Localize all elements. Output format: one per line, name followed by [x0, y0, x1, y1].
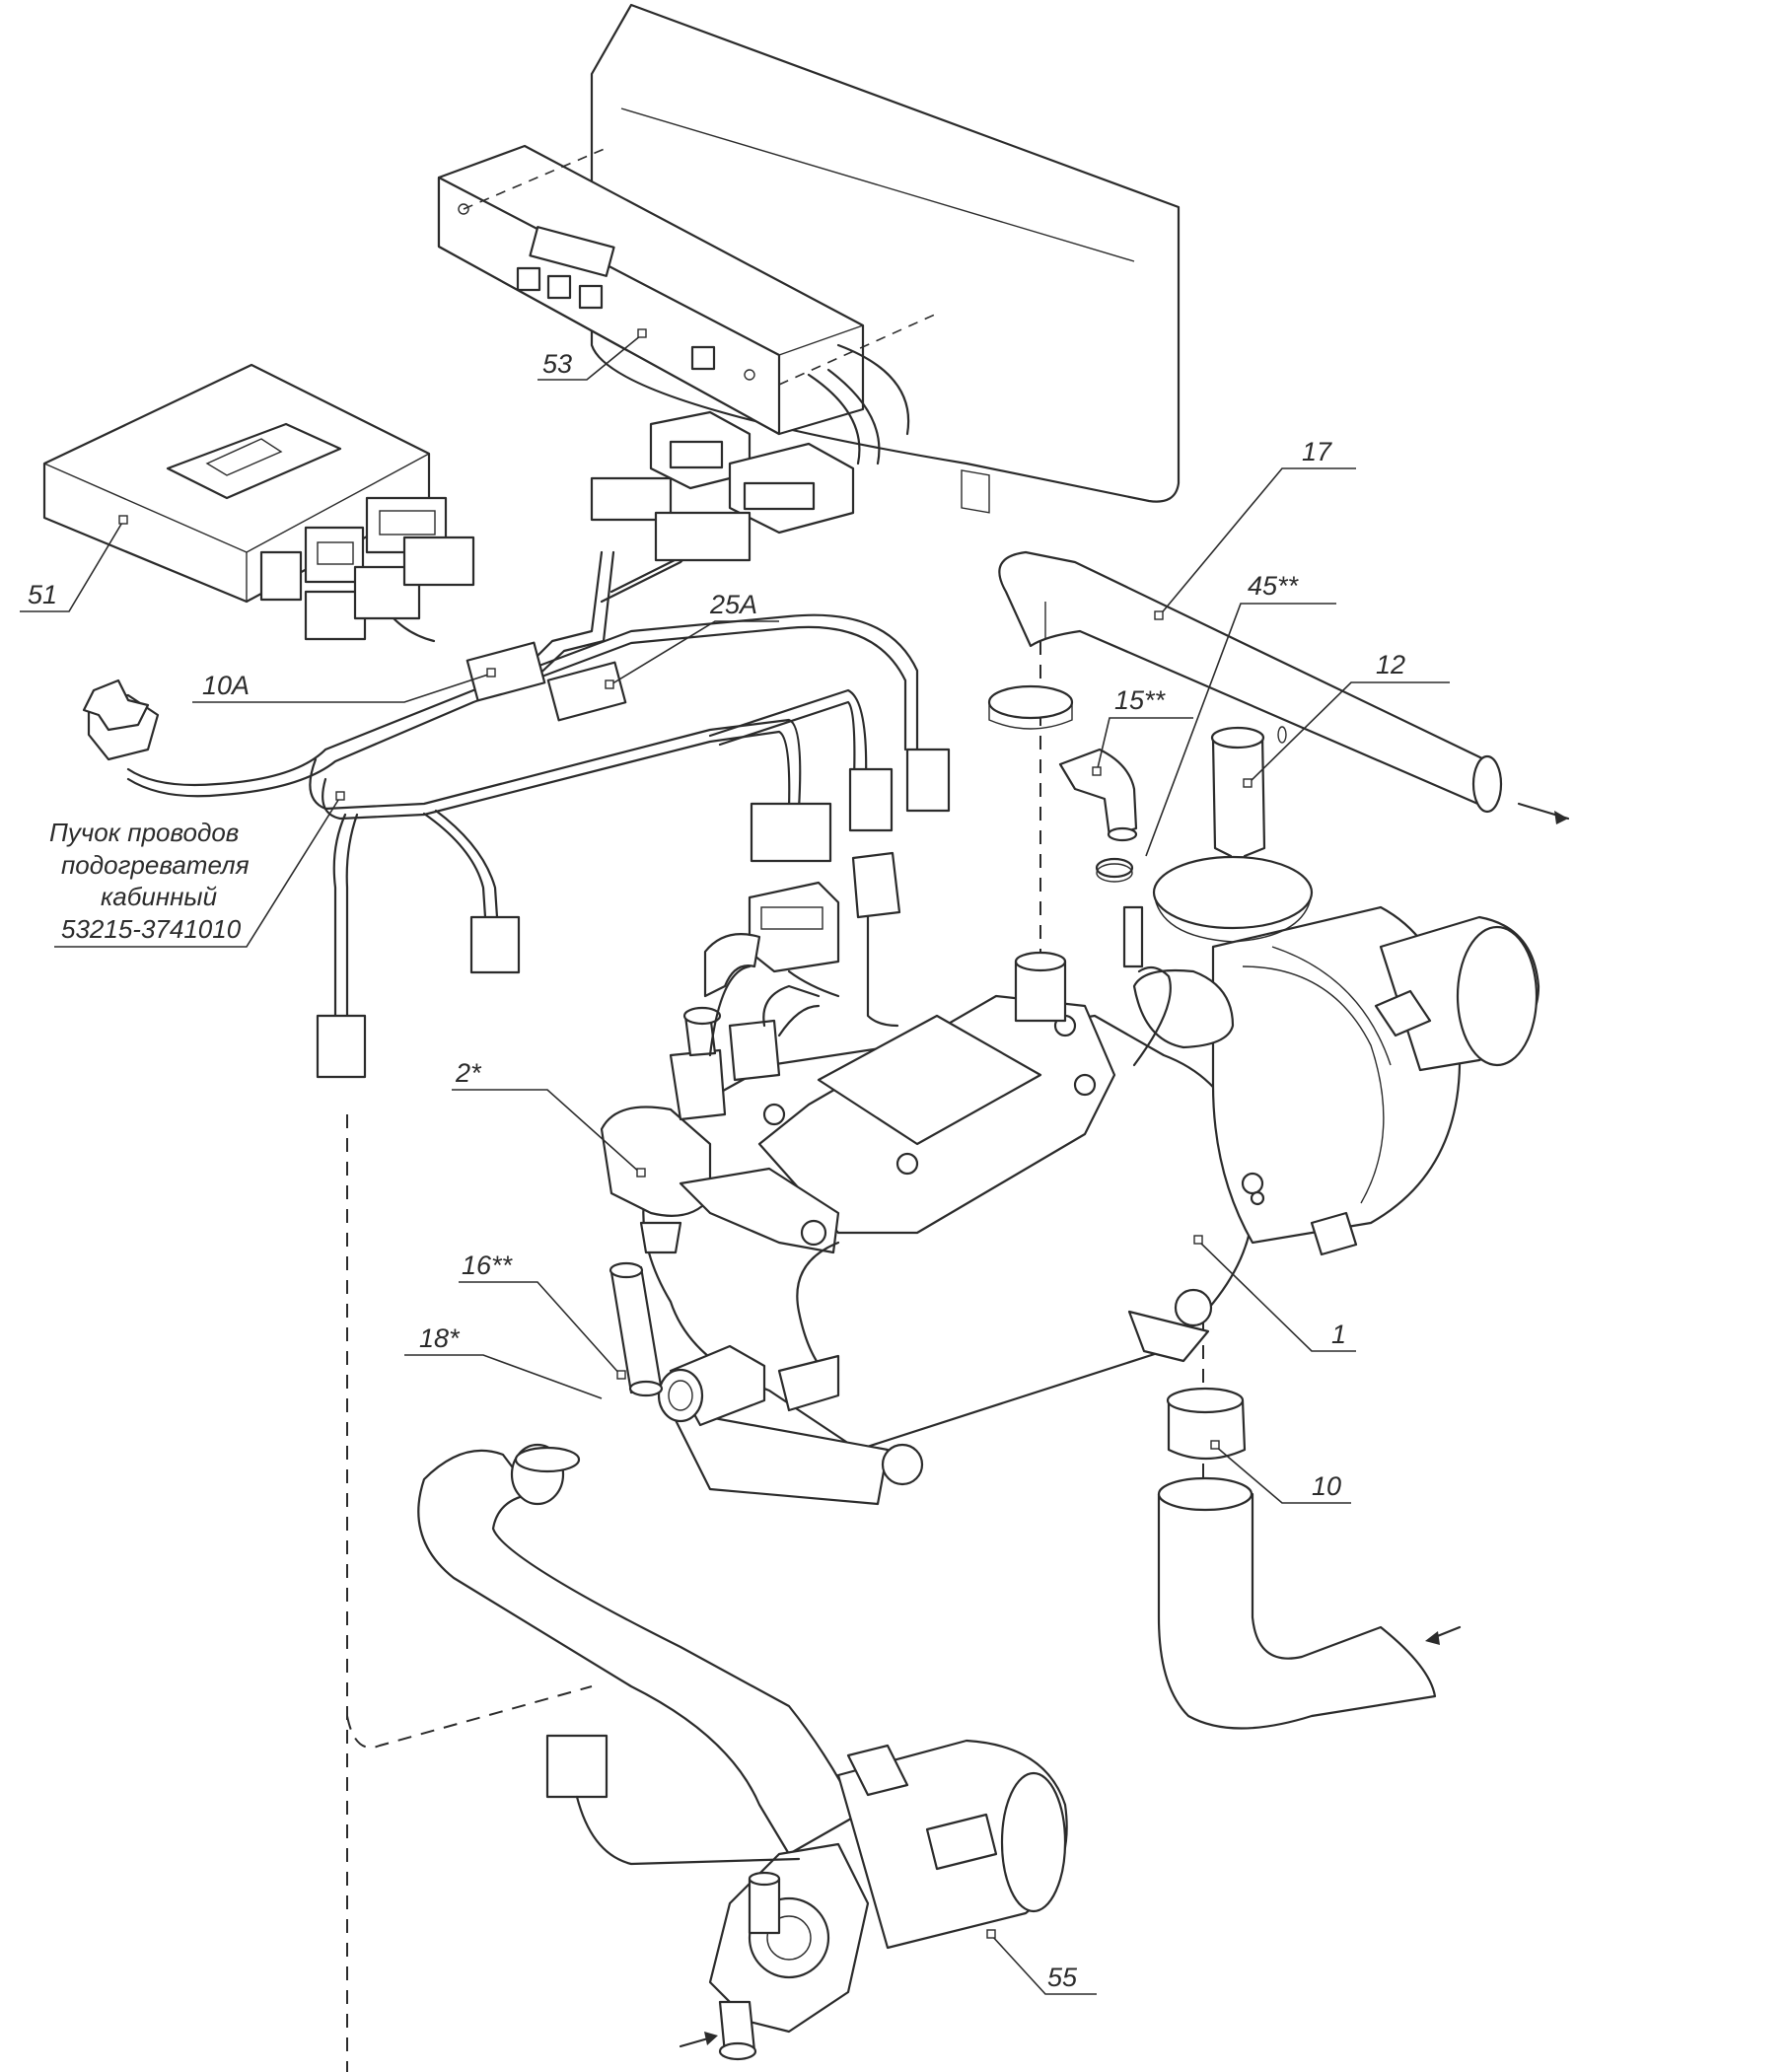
coolant-inlet: [657, 1344, 840, 1427]
cabin-wiring-harness: [82, 476, 951, 1079]
callout-label-51: 51: [28, 580, 57, 609]
callout-label-16: 16**: [462, 1250, 514, 1280]
callout-label-17: 17: [1302, 437, 1332, 466]
heater-connectors: [703, 851, 901, 1028]
callout-15: 15**: [1092, 685, 1193, 776]
clamp-45-inner: [1096, 863, 1133, 883]
callout-label-2: 2*: [455, 1058, 482, 1088]
hose-clamp-10: [1166, 1387, 1247, 1461]
callout-53: 53: [537, 328, 647, 381]
callout-label-10a: 10A: [202, 671, 250, 700]
hose-clamp-upper: [987, 684, 1074, 730]
callout-label-15: 15**: [1114, 685, 1167, 715]
harness-note-line3: кабинный: [101, 882, 217, 911]
callout-2: 2*: [452, 1058, 646, 1178]
callout-17: 17: [1154, 437, 1356, 620]
harness-note-line1: Пучок проводов: [49, 818, 239, 847]
panel-connectors: [649, 410, 855, 535]
coolant-hose-lower: [417, 1443, 860, 1856]
callout-label-12: 12: [1376, 650, 1405, 679]
coolant-pump-55: [545, 1734, 1068, 2061]
callout-label-18: 18*: [419, 1323, 461, 1353]
callout-1: 1: [1193, 1235, 1356, 1352]
outlet-hose: [1157, 1476, 1462, 1730]
control-panel-53: [437, 144, 938, 465]
callout-label-45: 45**: [1248, 571, 1300, 601]
control-unit-51: [42, 363, 448, 604]
callout-10: 10: [1210, 1440, 1351, 1504]
harness-note-line2: подогревателя: [61, 850, 250, 880]
callout-16: 16**: [459, 1250, 626, 1380]
fuel-hose-16: [609, 1261, 664, 1397]
burner-assembly-2: [600, 965, 1172, 1383]
dashed-wire-route-2: [346, 1685, 593, 1749]
callout-18: 18*: [404, 1323, 603, 1399]
callout-55: 55: [986, 1929, 1097, 1995]
clamp-45: [1095, 857, 1134, 879]
callout-label-1: 1: [1331, 1320, 1346, 1349]
callout-10a: 10A: [192, 668, 496, 703]
harness-note: Пучок проводов подогревателя кабинный 53…: [49, 791, 345, 948]
callout-45: 45**: [1145, 571, 1336, 857]
callout-label-55: 55: [1047, 1963, 1078, 1992]
callout-label-53: 53: [542, 349, 572, 379]
hose-17: [998, 550, 1570, 824]
callout-label-10: 10: [1312, 1471, 1341, 1501]
callout-25a: 25A: [605, 590, 779, 689]
callout-51: 51: [20, 515, 128, 612]
harness-note-line4: 53215-3741010: [61, 914, 242, 944]
callout-12: 12: [1243, 650, 1450, 788]
elbow-hose-15: [1058, 748, 1138, 842]
callout-label-25a: 25A: [709, 590, 757, 619]
